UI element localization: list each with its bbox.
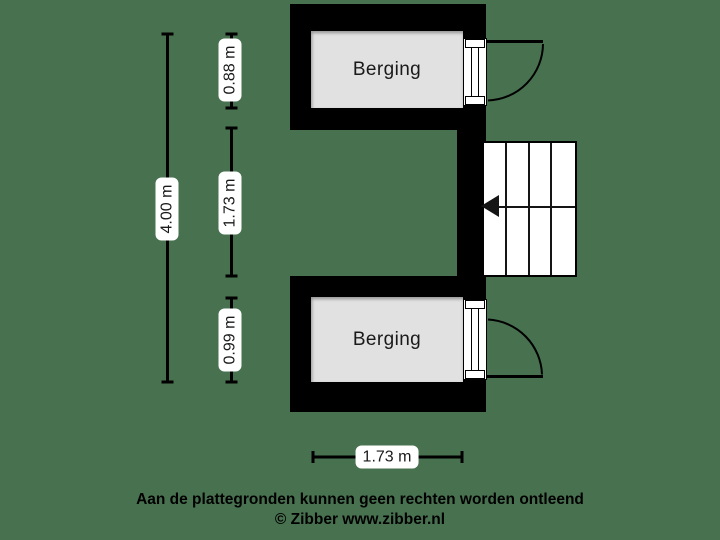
room-label: Berging: [352, 58, 422, 80]
stairs-direction-arrow-icon: [481, 195, 499, 217]
room-label: Berging: [352, 328, 422, 350]
door-panel-line: [471, 48, 472, 96]
dimension-label-bottom-room-height: 0.99 m: [218, 308, 242, 372]
door-jamb: [465, 96, 485, 105]
top-room-door-frame: [463, 38, 487, 106]
door-jamb: [465, 370, 485, 379]
stair-walk-line: [484, 206, 575, 208]
bottom-room-door-frame: [463, 299, 487, 380]
staircase: [481, 141, 577, 277]
bottom-door-swing-arc: [487, 318, 543, 375]
stair-step-line: [505, 143, 507, 275]
door-jamb: [465, 300, 485, 309]
door-panel-line: [478, 309, 479, 370]
door-panel-line: [478, 48, 479, 96]
credit-text: © Zibber www.zibber.nl: [274, 511, 446, 528]
top-berging-room: Berging: [311, 31, 463, 108]
dimension-label-overall-height: 4.00 m: [155, 177, 179, 241]
top-door-swing-arc: [487, 43, 544, 102]
stair-step-line: [550, 143, 552, 275]
dimension-label-top-room-height: 0.88 m: [218, 38, 242, 102]
disclaimer-text: Aan de plattegronden kunnen geen rechten…: [136, 491, 584, 508]
footer: Aan de plattegronden kunnen geen rechten…: [0, 490, 720, 530]
door-jamb: [465, 39, 485, 48]
door-panel-line: [471, 309, 472, 370]
dimension-label-middle-section-height: 1.73 m: [218, 171, 242, 235]
bottom-berging-room: Berging: [311, 297, 463, 382]
stair-step-line: [528, 143, 530, 275]
dimension-label-overall-width: 1.73 m: [355, 445, 419, 469]
